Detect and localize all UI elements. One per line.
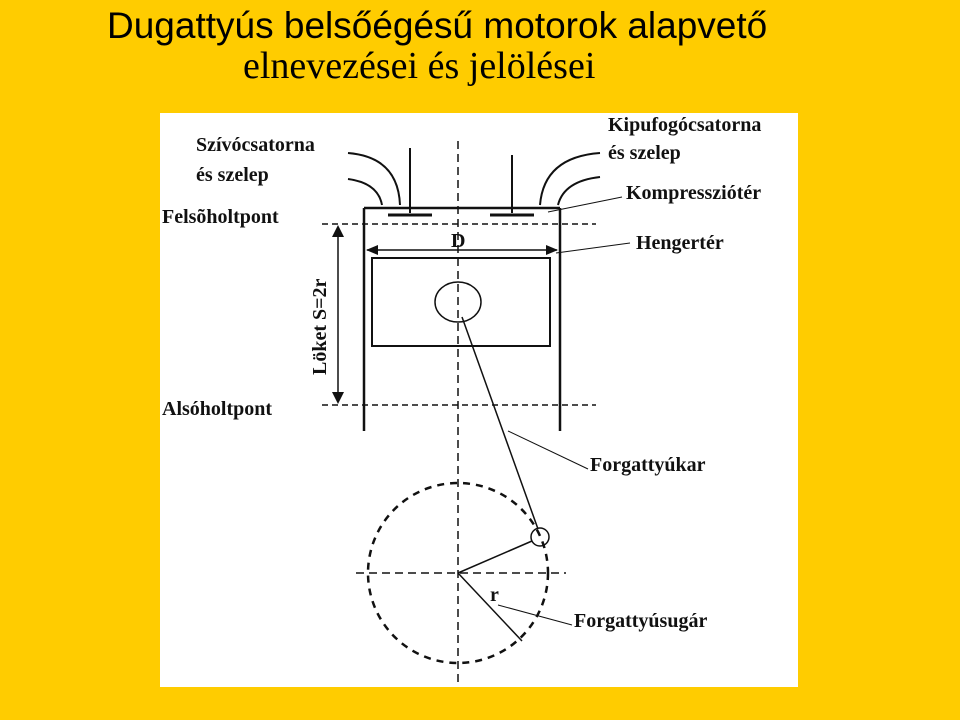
crank-circle [366, 481, 550, 665]
radius-line [457, 572, 523, 642]
label-exhaust-1: Kipufogócsatorna [608, 114, 761, 136]
leader-radius [497, 604, 573, 626]
exhaust-port [539, 152, 601, 206]
slide-title: Dugattyús belsőégésű motorok alapvető el… [0, 5, 960, 87]
crank-throw [457, 540, 533, 574]
engine-diagram-svg: Szívócsatorna és szelep Kipufogócsatorna… [162, 114, 761, 687]
intake-port [347, 152, 401, 206]
label-cylinder-space: Hengertér [636, 232, 724, 254]
label-intake-2: és szelep [196, 164, 269, 186]
piston-pin [434, 281, 482, 323]
label-bore: D [451, 230, 465, 252]
leader-cylinder [555, 242, 631, 254]
crank-pin [530, 527, 550, 547]
title-line-2: elnevezései és jelölései [243, 45, 596, 87]
title-line-1: Dugattyús belsőégésű motorok alapvető [107, 5, 768, 46]
label-exhaust-2: és szelep [608, 142, 681, 164]
label-top-dead-center: Felsõholtpont [162, 206, 279, 228]
leader-rod [507, 430, 589, 470]
label-connecting-rod: Forgattyúkar [590, 454, 706, 476]
label-crank-radius: Forgattyúsugár [574, 610, 707, 632]
label-bottom-dead-center: Alsóholtpont [162, 398, 272, 420]
label-compression-space: Kompressziótér [626, 182, 761, 204]
label-radius-symbol: r [490, 584, 499, 606]
piston [371, 257, 551, 347]
connecting-rod [461, 316, 539, 530]
engine-diagram: Szívócsatorna és szelep Kipufogócsatorna… [160, 113, 798, 687]
leader-compression [547, 196, 623, 213]
label-intake-1: Szívócsatorna [196, 134, 315, 156]
label-stroke: Löket S=2r [309, 278, 331, 375]
